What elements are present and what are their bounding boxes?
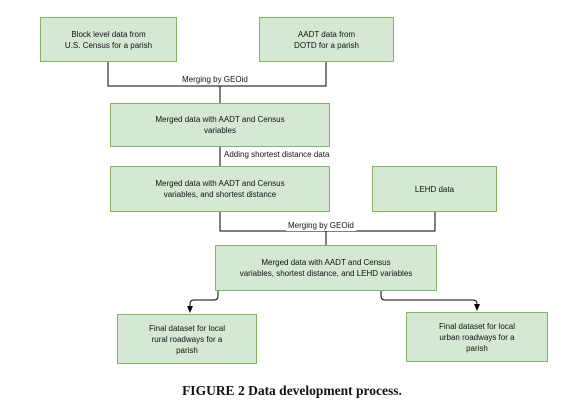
- connector-merged2-lehd: [219, 212, 436, 232]
- final-rural-dataset-box: Final dataset for local rural roadways f…: [117, 314, 257, 364]
- merged-aadt-census-box: Merged data with AADT and Census variabl…: [110, 103, 330, 147]
- merging-by-geoid-label-2: Merging by GEOid: [286, 221, 356, 231]
- final-urban-dataset-box: Final dataset for local urban roadways f…: [406, 312, 548, 362]
- census-data-box: Block level data from U.S. Census for a …: [40, 17, 177, 62]
- figure-caption: FIGURE 2 Data development process.: [182, 383, 402, 398]
- adding-shortest-distance-label: Adding shortest distance data: [222, 150, 332, 160]
- arrow-to-urban: [380, 291, 480, 311]
- merged-lehd-box: Merged data with AADT and Census variabl…: [215, 245, 437, 291]
- merged-shortest-distance-box: Merged data with AADT and Census variabl…: [110, 166, 330, 212]
- merging-by-geoid-label: Merging by GEOid: [180, 75, 250, 85]
- connector-census-merge: [107, 62, 327, 87]
- lehd-data-box: LEHD data: [372, 166, 497, 212]
- aadt-data-box: AADT data from DOTD for a parish: [259, 17, 394, 62]
- arrow-to-rural: [187, 291, 219, 313]
